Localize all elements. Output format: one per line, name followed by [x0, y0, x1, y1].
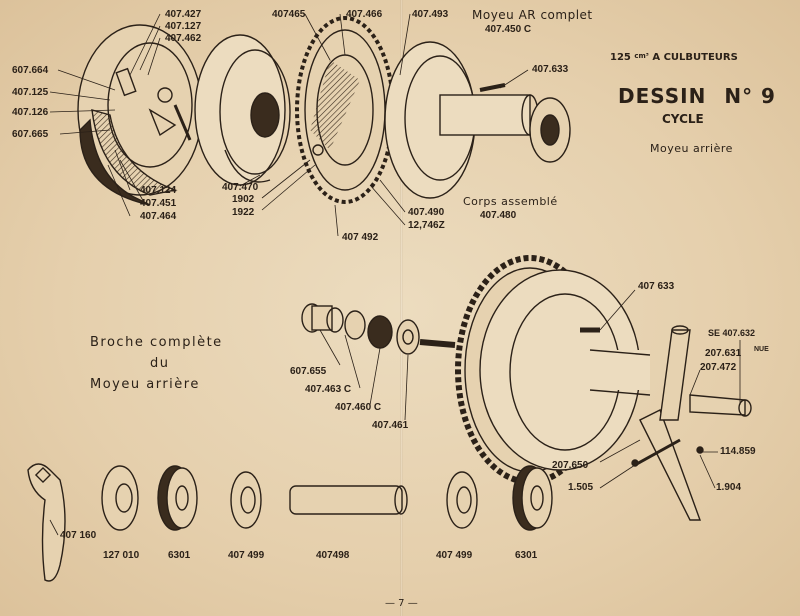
part-label: 607.655: [290, 366, 327, 377]
part-label: 1.505: [568, 482, 594, 493]
t-handle-axle: [631, 325, 752, 521]
broche-pieces: [301, 303, 456, 355]
corps-assemble-label: Corps assemblé: [463, 195, 558, 208]
broche-title-line3: Moyeu arrière: [90, 377, 200, 392]
part-label: 407.461: [372, 420, 409, 431]
section-title: CYCLE: [662, 112, 704, 126]
part-label: 1.904: [716, 482, 742, 493]
part-label: 407.124: [140, 185, 177, 196]
part-label: 407 492: [342, 232, 379, 243]
part-label-suffix: NUE: [754, 346, 769, 353]
part-label: 407.490: [408, 207, 445, 218]
dessin-number: N° 9: [724, 84, 776, 108]
hub-body: [384, 41, 571, 199]
part-label: 407 633: [638, 281, 675, 292]
top-assembly-ref: 407.450 C: [485, 24, 532, 35]
part-label: 1902: [232, 194, 255, 205]
part-label: 407 499: [436, 550, 473, 561]
part-label: 407.470: [222, 182, 259, 193]
part-label: 407.125: [12, 87, 49, 98]
part-label: 207.650: [552, 460, 589, 471]
part-label: SE 407.632: [708, 328, 756, 338]
engine-suffix: A CULBUTEURS: [652, 52, 738, 63]
part-label: 407.493: [412, 9, 449, 20]
part-label: 407.480: [480, 210, 517, 221]
part-label: 407.460 C: [335, 402, 382, 413]
part-label: 407.462: [165, 33, 202, 44]
part-label: 407.466: [346, 9, 383, 20]
part-label: 407 160: [60, 530, 97, 541]
broche-title-line2: du: [150, 356, 170, 371]
part-label: 407.464: [140, 211, 177, 222]
part-label: 407498: [316, 550, 350, 561]
leader-lines: [49, 13, 741, 536]
part-label: 407.427: [165, 9, 202, 20]
part-label: 607.664: [12, 65, 49, 76]
part-label: 114.859: [720, 446, 756, 457]
brake-plate: [77, 24, 203, 206]
part-label: 127 010: [103, 550, 140, 561]
part-label: 407.126: [12, 107, 49, 118]
part-label: 407.451: [140, 198, 177, 209]
bottom-row-parts: [27, 463, 553, 582]
part-label: 407.633: [532, 64, 569, 75]
part-label: 1922: [232, 207, 255, 218]
brake-drum: [194, 34, 291, 186]
broche-title-line1: Broche complète: [90, 335, 223, 350]
dessin-title: DESSIN N° 9: [618, 84, 776, 108]
part-label: 407465: [272, 9, 306, 20]
hub-sprocket-assembly: [455, 255, 651, 485]
sprocket-top: [295, 16, 395, 204]
engine-unit: cm³: [634, 52, 649, 60]
part-label: 207.631: [705, 348, 742, 359]
dessin-label: DESSIN: [618, 84, 707, 108]
part-label: 607.665: [12, 129, 49, 140]
engine-size: 125: [610, 52, 631, 63]
part-label: 6301: [515, 550, 538, 561]
part-label: 407.127: [165, 21, 202, 32]
page-fold: [400, 0, 403, 616]
part-label: 6301: [168, 550, 191, 561]
page-subtitle: Moyeu arrière: [650, 142, 733, 155]
part-label: 207.472: [700, 362, 737, 373]
engine-spec: 125 cm³ A CULBUTEURS: [610, 52, 738, 63]
part-label: 12,746Z: [408, 220, 445, 231]
top-assembly-title: Moyeu AR complet: [472, 8, 593, 22]
page-number: — 7 —: [385, 598, 418, 609]
part-label: 407.463 C: [305, 384, 352, 395]
part-label: 407 499: [228, 550, 265, 561]
